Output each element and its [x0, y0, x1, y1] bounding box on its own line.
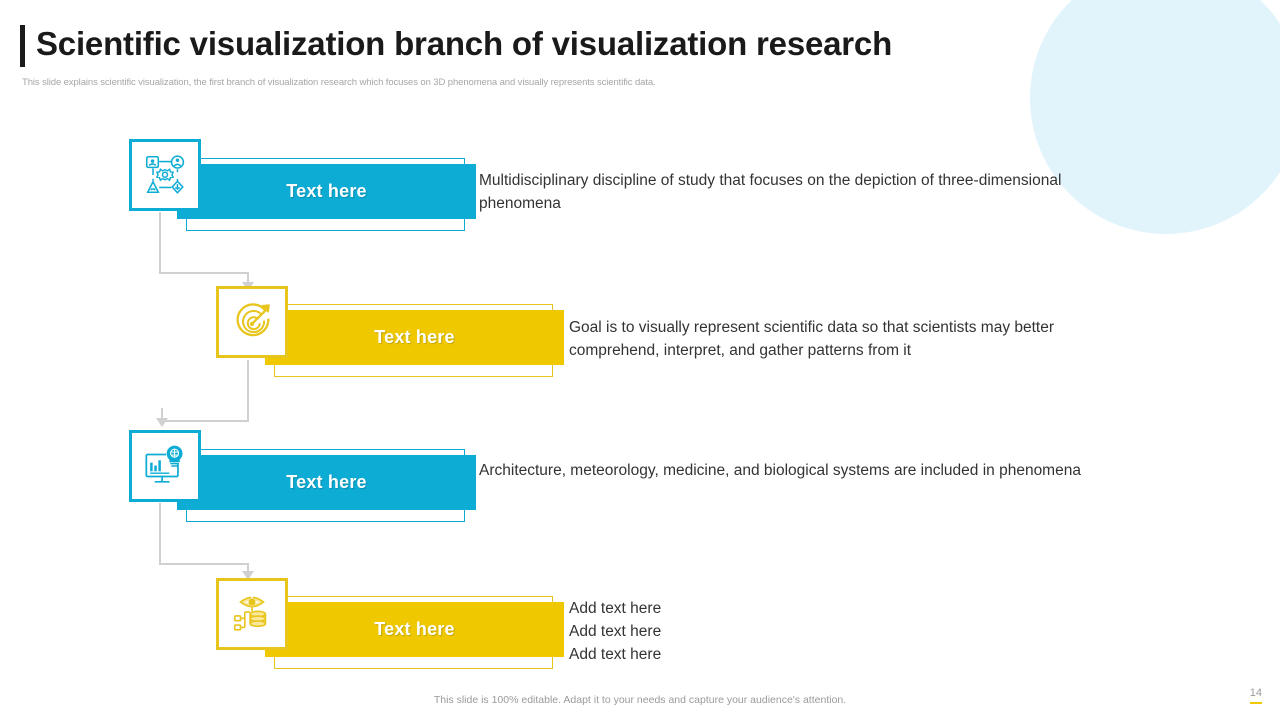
decorative-circle: [1030, 0, 1280, 234]
connector-3-arrow: [242, 571, 254, 580]
title-accent-bar: [20, 25, 25, 67]
label-text-3: Text here: [286, 472, 367, 492]
connector-2-vertical: [247, 360, 249, 422]
body-text-4: Add text here Add text here Add text her…: [569, 600, 662, 663]
connector-2-drop: [161, 408, 163, 422]
body-text-3: Architecture, meteorology, medicine, and…: [479, 462, 1081, 479]
data-funnel-eye-icon: [216, 578, 288, 650]
label-bar-2[interactable]: Text here: [265, 310, 564, 365]
connector-3-horizontal: [159, 563, 249, 565]
label-bar-1[interactable]: Text here: [177, 164, 476, 219]
target-dart-icon: [216, 286, 288, 358]
label-bar-3[interactable]: Text here: [177, 455, 476, 510]
connector-2-arrow: [156, 418, 168, 427]
label-text-1: Text here: [286, 181, 367, 201]
body-text-1: Multidisciplinary discipline of study th…: [479, 172, 1062, 212]
page-title: Scientific visualization branch of visua…: [36, 25, 893, 62]
body-text-2: Goal is to visually represent scientific…: [569, 319, 1055, 359]
label-bar-4[interactable]: Text here: [265, 602, 564, 657]
network-nodes-gear-icon: [129, 139, 201, 211]
footer-note: This slide is 100% editable. Adapt it to…: [433, 694, 847, 706]
connector-1-horizontal: [159, 272, 249, 274]
monitor-chart-bulb-icon: [129, 430, 201, 502]
page-number: 14: [1249, 687, 1262, 704]
connector-3-drop: [247, 563, 249, 573]
connector-2-horizontal: [161, 420, 249, 422]
page-subtitle: This slide explains scientific visualiza…: [22, 77, 656, 88]
connector-1-vertical: [159, 212, 161, 274]
connector-3-vertical: [159, 503, 161, 565]
label-text-4: Text here: [374, 619, 455, 639]
connector-1-drop: [247, 272, 249, 284]
label-text-2: Text here: [374, 327, 455, 347]
